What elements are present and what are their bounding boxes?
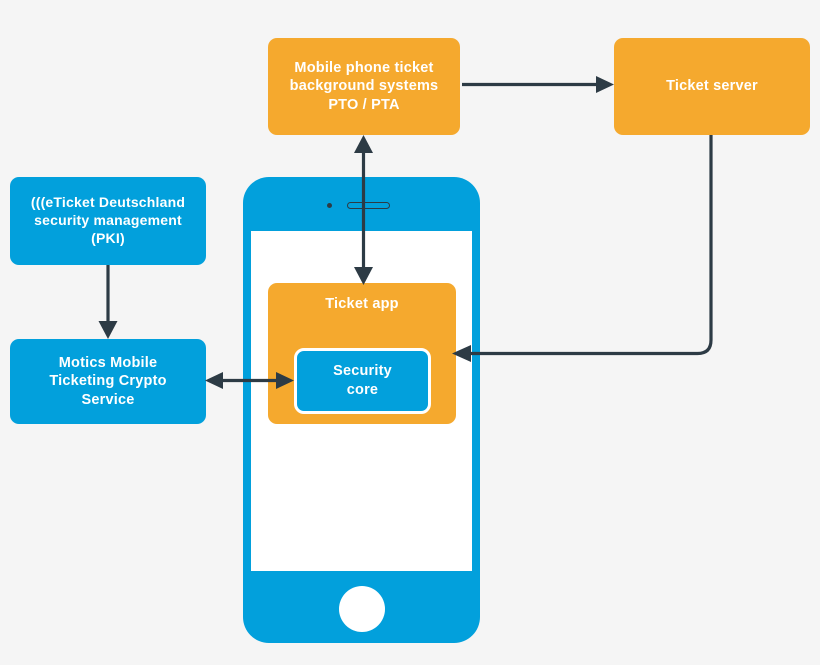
node-ticket-app-label: Ticket app [325,296,399,312]
node-ticket-server[interactable]: Ticket server [614,38,810,135]
node-crypto-service-label: Motics Mobile Ticketing Crypto Service [49,354,166,410]
node-background-systems-label: Mobile phone ticket background systems P… [290,59,439,115]
edge-background-systems-to-ticket-server [462,76,614,93]
node-pki-line-3: (PKI) [91,229,125,246]
node-ticket-server-label: Ticket server [666,78,758,95]
node-background-systems-line-1: Mobile phone ticket [294,59,434,76]
node-crypto-service-line-1: Motics Mobile [58,354,158,371]
edge-ticket-server-to-ticket-app [452,135,713,362]
node-pki[interactable]: (((eTicket Deutschland security manageme… [10,177,206,265]
phone-camera-icon [327,203,332,208]
edge-pki-to-crypto-service [98,265,118,339]
node-crypto-service-line-2: Ticketing Crypto [49,373,167,390]
node-pki-line-2: security management [34,212,182,229]
node-pki-label: (((eTicket Deutschland security manageme… [31,194,185,248]
node-background-systems-line-2: background systems [289,78,439,95]
node-security-core-line-1: Security [333,363,392,380]
phone-home-button[interactable] [339,586,385,632]
node-crypto-service[interactable]: Motics Mobile Ticketing Crypto Service [10,339,206,424]
node-background-systems[interactable]: Mobile phone ticket background systems P… [268,38,460,135]
node-security-core[interactable]: Security core [294,348,431,414]
node-security-core-line-2: core [346,382,379,398]
phone-speaker-icon [347,202,390,209]
node-crypto-service-line-3: Service [81,391,135,408]
node-background-systems-line-3: PTO / PTA [328,96,400,113]
node-pki-line-1: (((eTicket Deutschland [30,194,186,211]
node-security-core-label: Security core [333,362,392,399]
